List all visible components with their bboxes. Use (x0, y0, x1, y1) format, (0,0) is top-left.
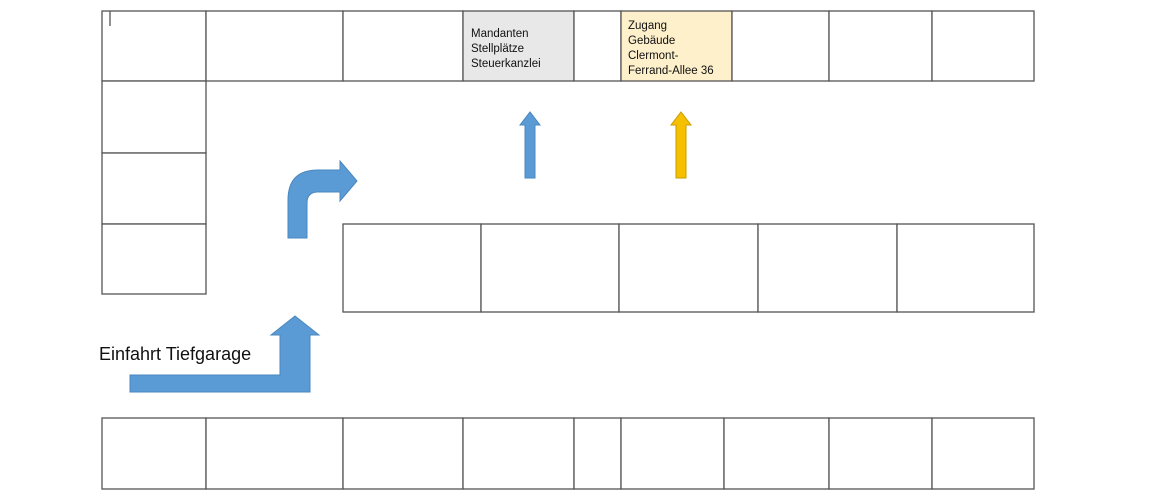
bent-arrow-right-icon (287, 159, 358, 239)
parking-space (573, 10, 622, 82)
parking-space (101, 80, 207, 154)
parking-space (462, 417, 575, 490)
parking-space (931, 10, 1035, 82)
parking-space (757, 223, 898, 313)
parking-space (101, 152, 207, 225)
parking-space (342, 417, 464, 490)
parking-space (620, 417, 725, 490)
building-access-label: Zugang Gebäude Clermont- Ferrand-Allee 3… (628, 20, 714, 77)
client-arrow-up-icon (518, 111, 542, 179)
parking-space (828, 10, 933, 82)
parking-space (205, 10, 344, 82)
parking-space (618, 223, 759, 313)
parking-space (931, 417, 1035, 490)
parking-space (342, 10, 464, 82)
parking-space (480, 223, 620, 313)
left-column (101, 80, 207, 295)
access-arrow-up-icon (669, 111, 693, 179)
parking-space (101, 10, 207, 82)
middle-row (342, 223, 1035, 313)
parking-space (342, 223, 482, 313)
parking-space (101, 223, 207, 295)
parking-space (731, 10, 830, 82)
top-row (101, 10, 1035, 82)
parking-space (723, 417, 830, 490)
parking-space (205, 417, 344, 490)
parking-space (101, 417, 207, 490)
parking-space (828, 417, 933, 490)
client-parking-label: Mandanten Stellplätze Steuerkanzlei (471, 28, 541, 70)
parking-space (896, 223, 1035, 313)
bottom-row (101, 417, 1035, 490)
entrance-label: Einfahrt Tiefgarage (99, 344, 251, 364)
bent-arrow-up-icon (129, 315, 321, 393)
parking-space (573, 417, 622, 490)
building-access-area (620, 10, 733, 82)
